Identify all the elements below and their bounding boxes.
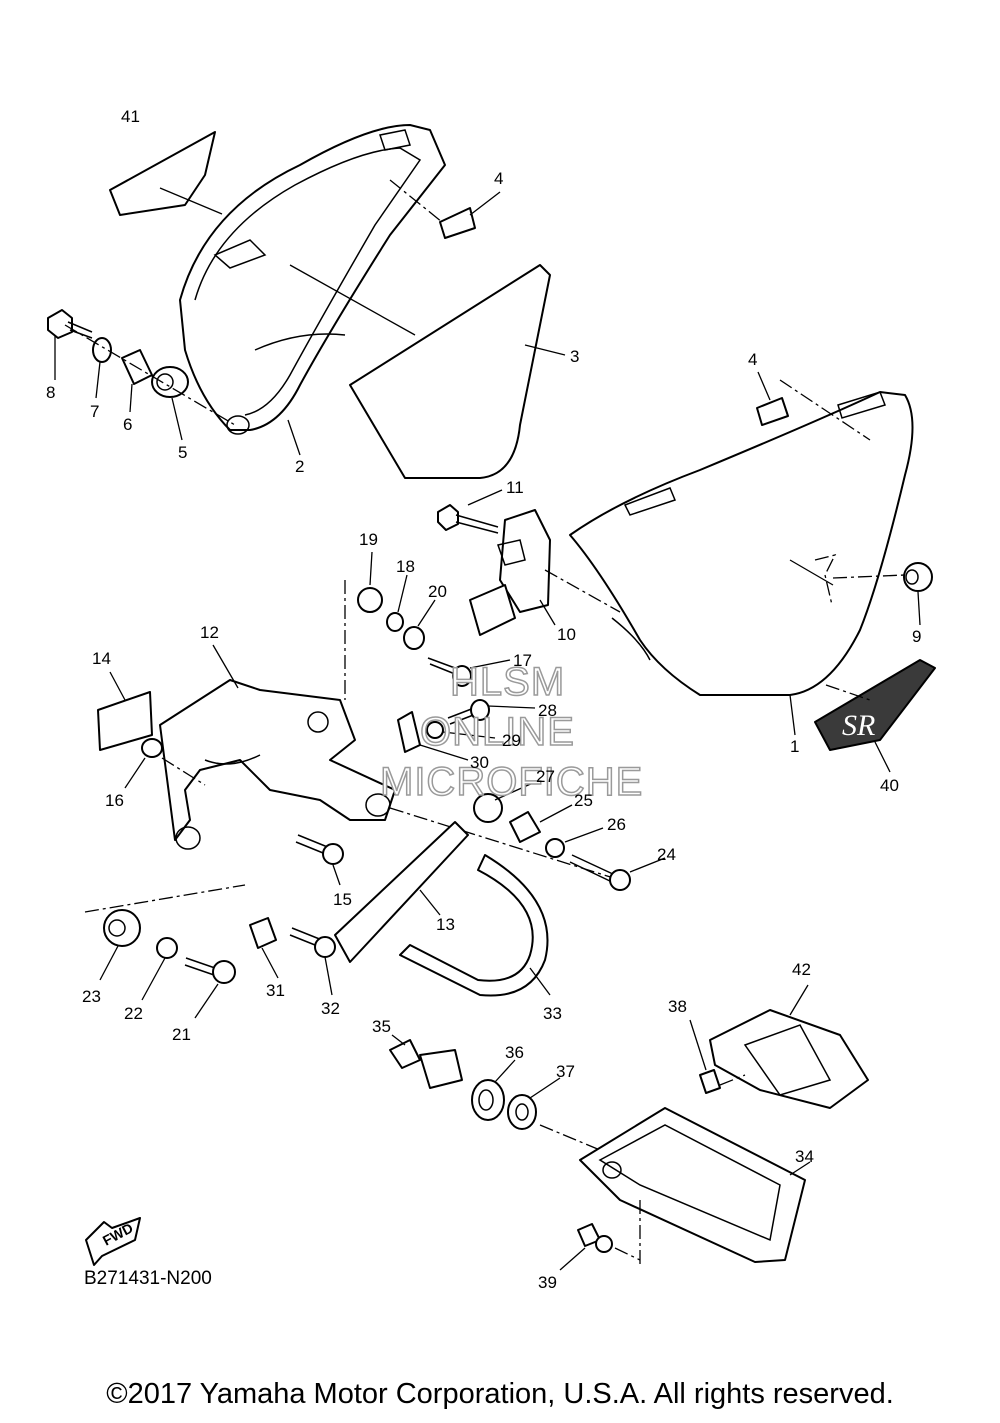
part-15-bolt [295,834,344,865]
fwd-arrow-icon: FWD [85,1217,141,1266]
callout-34: 34 [795,1147,814,1166]
part-20-washer [403,626,425,650]
callout-10: 10 [557,625,576,644]
svg-text:HLSM: HLSM [450,660,565,704]
part-10-lock-bracket [469,509,551,636]
callout-31: 31 [266,981,285,1000]
svg-text:MICROFICHE: MICROFICHE [380,760,643,804]
callout-13: 13 [436,915,455,934]
part-30-collar [397,711,421,753]
callout-6: 6 [123,415,132,434]
callout-32: 32 [321,999,340,1018]
callout-42: 42 [792,960,811,979]
part-3-panel [349,264,551,479]
callout-16: 16 [105,791,124,810]
callout-4-lower: 4 [748,350,757,369]
callout-39: 39 [538,1273,557,1292]
part-28-bolt [447,699,490,725]
part-34-tool-tray [579,1107,806,1263]
callout-30: 30 [470,753,489,772]
callout-14: 14 [92,649,111,668]
callout-38: 38 [668,997,687,1016]
part-19-grommet [357,587,383,613]
callout-41: 41 [121,107,140,126]
callout-26: 26 [607,815,626,834]
callout-5: 5 [178,443,187,462]
callout-37: 37 [556,1062,575,1081]
callout-35: 35 [372,1017,391,1036]
callout-3: 3 [570,347,579,366]
callout-28: 28 [538,701,557,720]
callout-23: 23 [82,987,101,1006]
callout-21: 21 [172,1025,191,1044]
part-4-clip-lower [756,397,789,426]
part-41-panel [109,131,216,216]
part-26-washer [545,838,565,858]
callout-17: 17 [513,651,532,670]
callout-25: 25 [574,791,593,810]
callout-33: 33 [543,1004,562,1023]
callout-22: 22 [124,1004,143,1023]
watermark: HLSM ONLINE MICROFICHE [379,659,643,805]
part-5-grommet [151,366,189,398]
part-1-right-side-cover [569,391,914,696]
part-16-damper [141,738,163,758]
callout-36: 36 [505,1043,524,1062]
callout-9: 9 [912,627,921,646]
part-40-emblem: SR [814,659,936,751]
part-13-strip [334,821,469,963]
part-29-washer [426,721,444,739]
part-31-nut [249,917,277,949]
part-39-bolt [577,1223,613,1253]
callout-20: 20 [428,582,447,601]
part-8-bolt [47,309,93,339]
part-22-washer [156,937,178,959]
callout-24: 24 [657,845,676,864]
part-25-collar [509,811,541,843]
part-4-clip-upper [439,207,476,239]
part-14-pad [97,691,153,751]
part-32-bolt [289,927,336,958]
drawing-reference: B271431-N200 [84,1268,212,1289]
part-21-bolt [184,957,236,984]
part-9-grommet [903,562,933,592]
svg-text:SR: SR [842,709,875,742]
part-12-bracket [159,679,396,850]
callout-27: 27 [536,767,555,786]
callout-1: 1 [790,737,799,756]
part-35-switch [389,1039,463,1089]
callout-11: 11 [506,478,524,497]
callout-2: 2 [295,457,304,476]
callout-29: 29 [502,731,521,750]
callout-labels: 1 2 3 4 4 5 6 7 8 9 10 11 12 13 14 15 16… [46,107,921,1292]
part-18-collar [386,612,404,632]
copyright-notice: ©2017 Yamaha Motor Corporation, U.S.A. A… [106,1378,894,1410]
callout-15: 15 [333,890,352,909]
part-36-grommet [471,1079,505,1121]
part-7-washer [92,337,112,363]
callout-7: 7 [90,402,99,421]
part-11-bolt [437,504,499,534]
part-38-screw [699,1069,721,1094]
part-24-bolt [569,854,631,891]
callout-40: 40 [880,776,899,795]
part-17-bolt [427,657,472,687]
part-42-pouch [709,1009,869,1109]
part-33-band [399,854,549,997]
part-23-grommet [103,909,141,947]
part-27-grommet [473,793,503,823]
callout-12: 12 [200,623,219,642]
callout-4-upper: 4 [494,169,503,188]
callout-19: 19 [359,530,378,549]
callout-8: 8 [46,383,55,402]
svg-text:ONLINE: ONLINE [420,710,575,754]
part-37-washer [507,1094,537,1130]
callout-18: 18 [396,557,415,576]
